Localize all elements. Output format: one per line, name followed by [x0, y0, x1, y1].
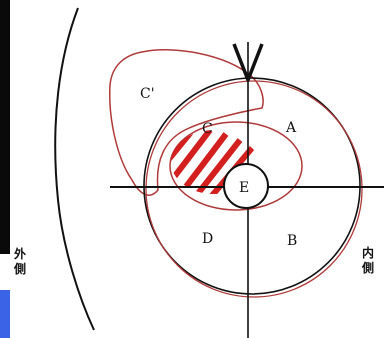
label-d: D: [202, 231, 213, 247]
side-left-char-1: 外: [14, 246, 26, 261]
label-c: C: [202, 121, 213, 137]
side-left-char-2: 側: [13, 261, 26, 276]
label-c-prime: C': [140, 86, 155, 102]
label-b: B: [287, 233, 297, 249]
side-right-char-1: 内: [362, 245, 374, 260]
side-right-char-2: 側: [361, 260, 374, 275]
label-a: A: [285, 120, 297, 136]
label-e: E: [239, 180, 249, 196]
outer-curve-line: [55, 8, 94, 330]
